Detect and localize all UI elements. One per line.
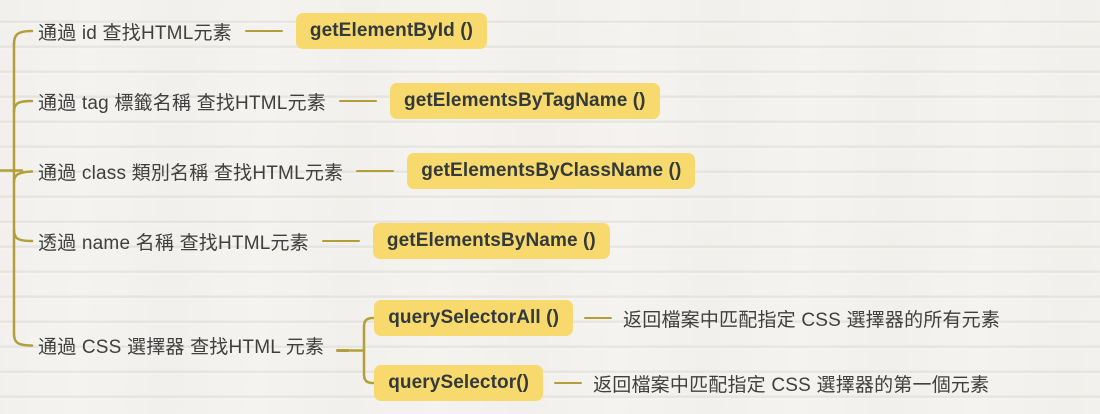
method-description[interactable]: 返回檔案中匹配指定 CSS 選擇器的所有元素 [623,309,1001,331]
connector-line [244,29,283,33]
branch-row-id: 通過 id 查找HTML元素 getElementById () [30,13,488,49]
branch-label[interactable]: 通過 tag 標籤名稱 查找HTML元素 [38,92,326,114]
method-badge[interactable]: getElementsByTagName () [389,83,660,119]
method-badge[interactable]: getElementsByName () [372,223,610,259]
fork-children: querySelectorAll () 返回檔案中匹配指定 CSS 選擇器的所有… [374,300,1000,401]
method-badge[interactable]: getElementsByClassName () [407,153,696,189]
branch-row-name: 透過 name 名稱 查找HTML元素 getElementsByName () [30,223,610,259]
branch-label[interactable]: 通過 class 類別名稱 查找HTML元素 [38,162,344,184]
connector-line [584,316,613,320]
fork-bracket [350,316,375,385]
branch-row-css-selector: 通過 CSS 選擇器 查找HTML 元素 querySelectorAll ()… [30,300,1000,401]
method-badge[interactable]: querySelectorAll () [374,300,574,336]
child-row-queryselector: querySelector() 返回檔案中匹配指定 CSS 選擇器的第一個元素 [374,365,1000,401]
method-badge[interactable]: querySelector() [374,365,544,401]
child-row-queryselectorall: querySelectorAll () 返回檔案中匹配指定 CSS 選擇器的所有… [374,300,1000,336]
connector-line [356,169,395,173]
connector-line [336,349,351,352]
connector-line [554,381,583,385]
branch-row-tag: 通過 tag 標籤名稱 查找HTML元素 getElementsByTagNam… [30,83,660,119]
method-description[interactable]: 返回檔案中匹配指定 CSS 選擇器的第一個元素 [593,374,990,396]
branch-label[interactable]: 通過 id 查找HTML元素 [38,22,232,44]
branch-row-class: 通過 class 類別名稱 查找HTML元素 getElementsByClas… [30,153,696,189]
method-badge[interactable]: getElementById () [295,13,488,49]
branch-label[interactable]: 通過 CSS 選擇器 查找HTML 元素 [38,336,325,358]
connector-line [321,239,360,243]
connector-line [338,99,377,103]
branch-label[interactable]: 透過 name 名稱 查找HTML元素 [38,232,309,254]
